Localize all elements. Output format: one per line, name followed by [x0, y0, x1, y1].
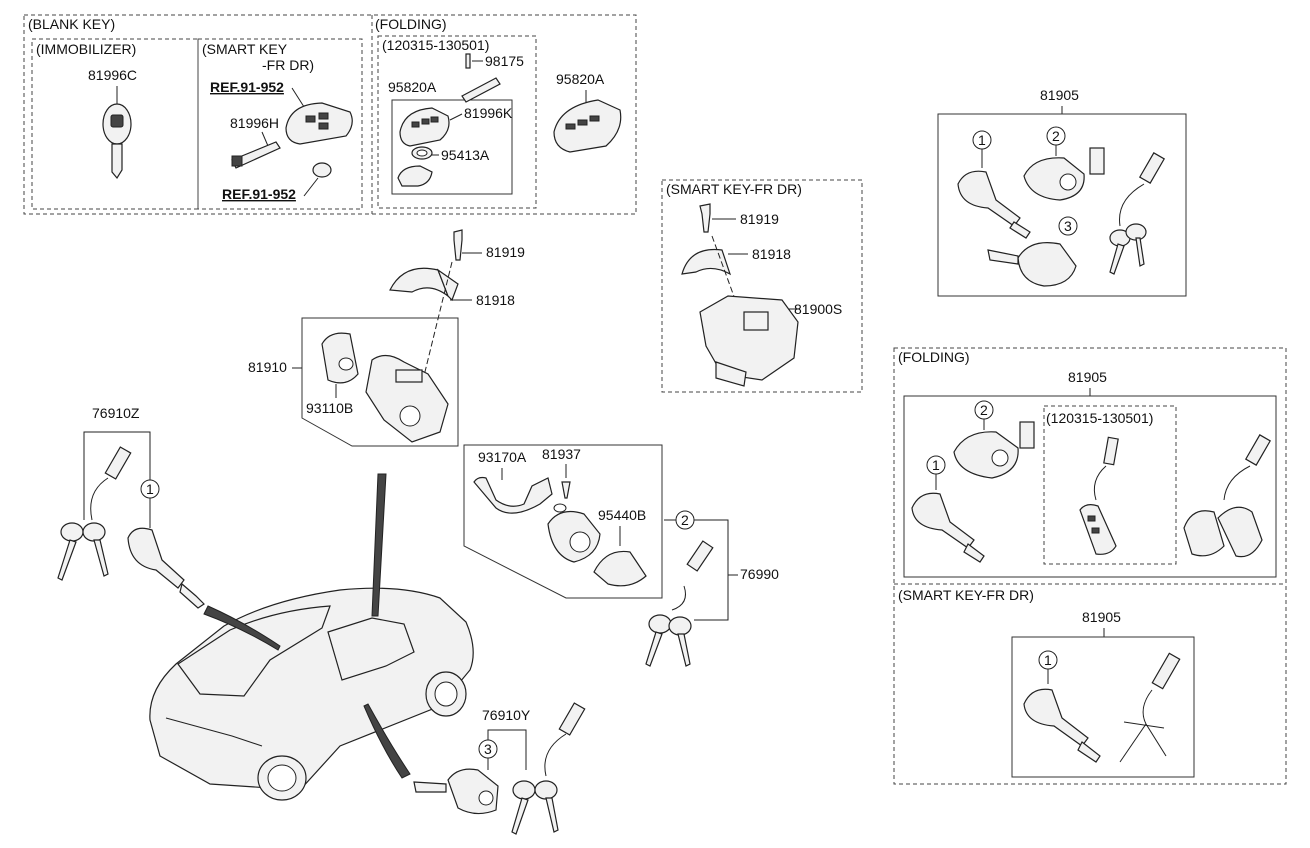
- date-frame-right: [1043, 405, 1177, 565]
- harness-wire-icon: [473, 476, 553, 514]
- key-pair-left-icon: [57, 446, 132, 581]
- part-81905-b: 81905: [1068, 369, 1107, 385]
- folding-fob-pair-icon: [1183, 434, 1272, 558]
- key-cylinder-icon: [321, 332, 359, 384]
- smart-key-fob-icon: [285, 102, 353, 145]
- door-cylinder-folding-icon: [911, 492, 985, 563]
- shroud-cover-icon: [389, 267, 459, 302]
- arrow-to-rear: [203, 605, 281, 651]
- folding-right-frame: [893, 347, 1287, 785]
- part-95820A-a: 95820A: [388, 79, 437, 95]
- callout-2-mid-label: 2: [681, 512, 689, 528]
- key-pair-tr-icon: [1109, 152, 1166, 275]
- section-smart-key-fr-dr-mid: (SMART KEY-FR DR): [666, 181, 802, 197]
- folding-key-subframe: [391, 99, 513, 195]
- key-pair-76990-icon: [645, 540, 714, 667]
- switch-frame: [463, 444, 663, 599]
- part-76910Z: 76910Z: [92, 405, 140, 421]
- callout-2-top-right-label: 2: [1052, 128, 1060, 144]
- part-81937: 81937: [542, 446, 581, 462]
- part-81918-a: 81918: [476, 292, 515, 308]
- part-81996C: 81996C: [88, 67, 137, 83]
- ignition-tr-icon: [1023, 147, 1105, 201]
- callout-2-folding-label: 2: [980, 402, 988, 418]
- shroud-mid-icon: [681, 248, 732, 276]
- folding-fob-inner-icon: [1079, 436, 1119, 555]
- smart-key-fr-dr-mid-frame: [661, 179, 863, 393]
- part-81905-a: 81905: [1040, 87, 1079, 103]
- key-blade-small-icon: [461, 77, 501, 103]
- bezel-ring-icon: [593, 550, 647, 587]
- part-81919-a: 81919: [486, 244, 525, 260]
- ref-bottom: REF.91-952: [222, 186, 296, 202]
- lock-assembly-frame: [301, 317, 459, 447]
- part-81918-b: 81918: [752, 246, 791, 262]
- part-76990: 76990: [740, 566, 779, 582]
- callout-1-folding-label: 1: [932, 457, 940, 473]
- bolt-mid-icon: [699, 203, 711, 233]
- door-cylinder-left-icon: [127, 527, 205, 609]
- key-strap-smart-icon: [1119, 652, 1181, 763]
- door-cylinder-bottom-icon: [413, 768, 499, 815]
- part-93110B: 93110B: [306, 400, 353, 416]
- part-76910Y: 76910Y: [482, 707, 531, 723]
- callout-1-left-label: 1: [146, 481, 154, 497]
- kit-frame-top: [937, 113, 1187, 297]
- arrow-to-door: [363, 703, 411, 779]
- part-95413A: 95413A: [441, 147, 490, 163]
- part-95820A-b: 95820A: [556, 71, 605, 87]
- callout-3-top-right-label: 3: [1064, 218, 1072, 234]
- ignition-switch-icon: [547, 503, 601, 563]
- callout-3-bottom-label: 3: [484, 741, 492, 757]
- section-date-top: (120315-130501): [382, 37, 489, 53]
- pin-icon: [465, 53, 471, 69]
- o-ring-icon: [411, 146, 433, 160]
- blank-key-frame: [23, 14, 637, 215]
- emergency-key-blade-icon: [231, 141, 281, 169]
- folding-date-frame: [377, 35, 537, 209]
- lock-body-icon: [365, 354, 449, 443]
- door-cylinder-smart-icon: [1023, 688, 1101, 763]
- kit-frame-folding: [903, 395, 1277, 578]
- coin-battery-icon: [312, 162, 332, 178]
- lock-housing-icon: [699, 295, 799, 387]
- section-date-right: (120315-130501): [1046, 410, 1153, 426]
- part-98175: 98175: [485, 53, 524, 69]
- ref-top: REF.91-952: [210, 79, 284, 95]
- fob-case-icon: [397, 165, 433, 187]
- smart-key-frame: [197, 38, 363, 210]
- section-smart-key-l2: -FR DR): [262, 57, 314, 73]
- folding-key-fob-icon: [399, 107, 450, 147]
- section-folding-top: (FOLDING): [375, 16, 447, 32]
- immobilizer-key-icon: [102, 103, 132, 180]
- part-81996H: 81996H: [230, 115, 279, 131]
- callout-1-smart-label: 1: [1044, 652, 1052, 668]
- key-pair-bottom-icon: [511, 702, 586, 835]
- part-81910: 81910: [248, 359, 287, 375]
- section-smart-key-l1: (SMART KEY: [202, 41, 288, 57]
- section-folding-right: (FOLDING): [898, 349, 970, 365]
- section-blank-key: (BLANK KEY): [28, 16, 115, 32]
- part-81905-c: 81905: [1082, 609, 1121, 625]
- part-81996K: 81996K: [464, 105, 513, 121]
- part-95440B: 95440B: [598, 507, 646, 523]
- folding-key-closed-icon: [553, 99, 622, 153]
- section-immobilizer: (IMMOBILIZER): [36, 41, 136, 57]
- ignition-folding-icon: [953, 421, 1035, 479]
- callout-1-top-right-label: 1: [978, 132, 986, 148]
- section-smart-key-fr-dr-right: (SMART KEY-FR DR): [898, 587, 1034, 603]
- part-81900S: 81900S: [794, 301, 842, 317]
- part-81919-b: 81919: [740, 211, 779, 227]
- trunk-cylinder-tr-icon: [987, 242, 1077, 287]
- callout-3-top-right: [1058, 216, 1078, 236]
- arrow-to-roof: [371, 473, 387, 617]
- kit-frame-smart: [1011, 636, 1195, 778]
- bolt-icon: [453, 229, 463, 261]
- part-93170A: 93170A: [478, 449, 527, 465]
- screw-icon: [561, 481, 571, 499]
- door-cylinder-tr-icon: [957, 170, 1031, 239]
- car-icon: [149, 587, 474, 801]
